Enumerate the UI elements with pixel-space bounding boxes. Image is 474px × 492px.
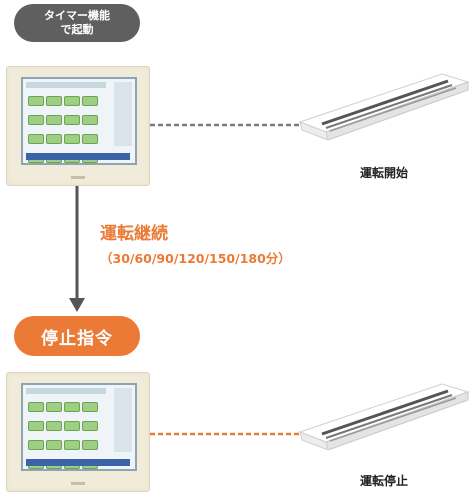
controller-screen-bottom bbox=[21, 383, 137, 471]
ceiling-ac-unit-top bbox=[298, 73, 470, 140]
controller-screen-top bbox=[21, 77, 137, 165]
ceiling-ac-unit-bottom bbox=[298, 383, 470, 450]
continue-title: 運転継続 bbox=[100, 224, 168, 244]
flow-arrow-head bbox=[69, 298, 85, 312]
status-label-stop: 運転停止 bbox=[359, 474, 408, 488]
timer-start-pill: タイマー機能 で起動 bbox=[14, 4, 140, 42]
timer-pill-line1: タイマー機能 bbox=[44, 9, 110, 22]
timer-pill-line2: で起動 bbox=[60, 23, 94, 36]
controller-panel-top bbox=[6, 66, 150, 186]
stop-command-label: 停止指令 bbox=[41, 328, 113, 349]
stop-command-pill: 停止指令 bbox=[14, 316, 140, 356]
controller-panel-bottom bbox=[6, 372, 150, 492]
status-label-start: 運転開始 bbox=[359, 166, 408, 180]
continue-durations: （30/60/90/120/150/180分） bbox=[100, 251, 291, 266]
